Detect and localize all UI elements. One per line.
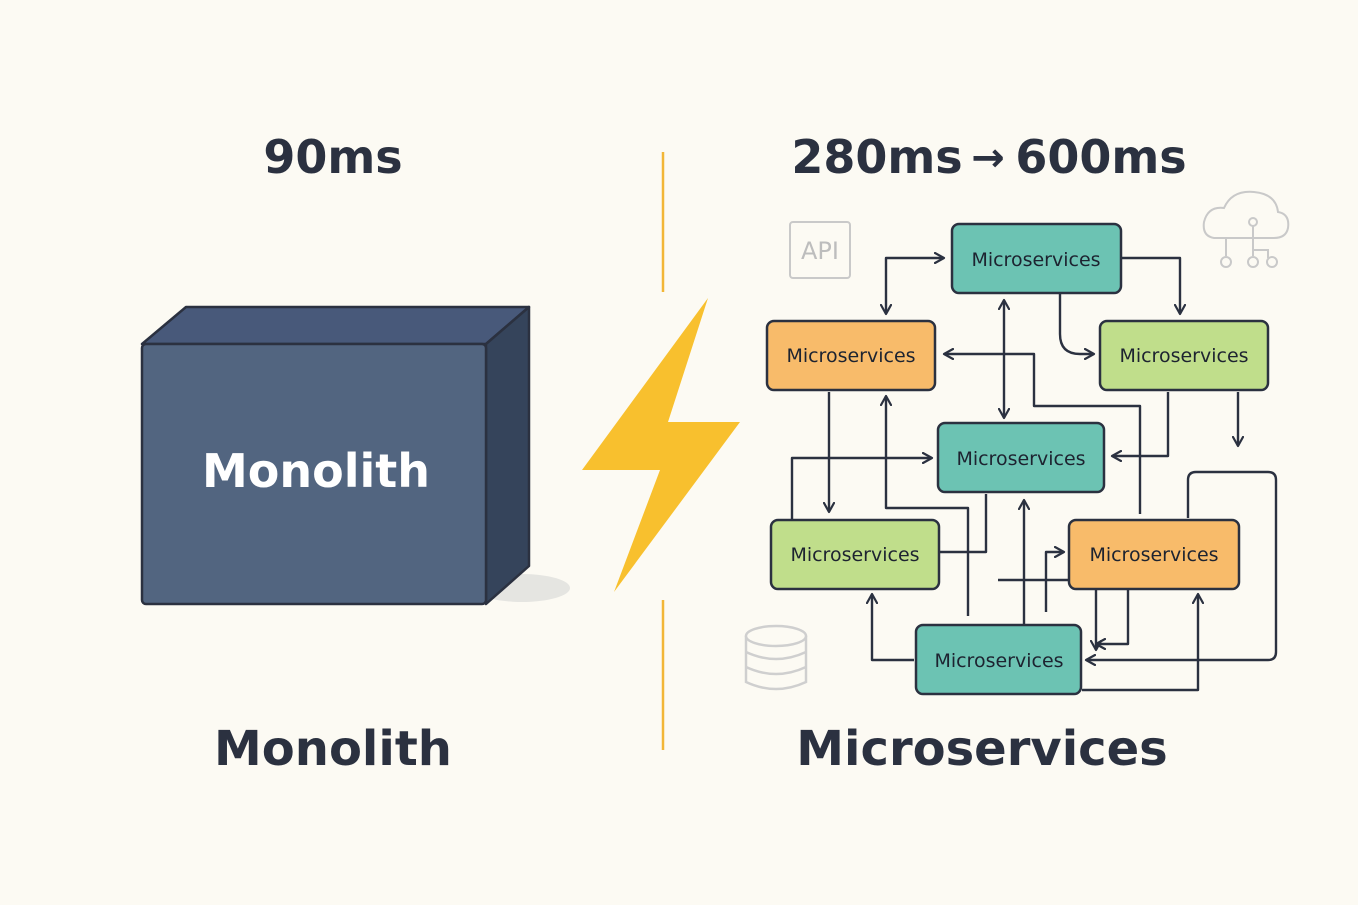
edge-n7-n5 bbox=[872, 594, 914, 662]
service-node-box bbox=[936, 421, 1106, 494]
monolith-side-face bbox=[484, 305, 531, 606]
service-node-label: Microservices bbox=[934, 650, 1063, 672]
edge-loop-n5-n4 bbox=[790, 458, 932, 520]
edge-n7-n6 bbox=[1082, 594, 1198, 692]
edge-n6-n2 bbox=[944, 354, 1142, 514]
service-node-box bbox=[1098, 319, 1270, 392]
edge-n1-n3 bbox=[1122, 256, 1180, 314]
edge-n7-n2 bbox=[886, 396, 970, 616]
service-node-label: Microservices bbox=[1119, 345, 1248, 367]
service-node: Microservices bbox=[765, 319, 937, 392]
latency-to: 600ms bbox=[1015, 130, 1186, 184]
latency-from: 280ms bbox=[791, 130, 962, 184]
latency-arrow: → bbox=[971, 135, 1005, 181]
edge-n6-n7 bbox=[1096, 590, 1130, 644]
service-node: Microservices bbox=[1067, 518, 1241, 591]
monolith-block: Monolith bbox=[140, 305, 570, 606]
service-node-label: Microservices bbox=[1089, 544, 1218, 566]
edge-loop-n6-n7 bbox=[1086, 470, 1278, 660]
microservices-latency: 280ms → 600ms bbox=[791, 130, 1186, 184]
service-node: Microservices bbox=[936, 421, 1106, 494]
edge-n1-n3-b bbox=[1058, 294, 1094, 354]
edge-n3-n4 bbox=[1112, 392, 1170, 456]
service-node-box bbox=[1067, 518, 1241, 591]
cloud-network-icon bbox=[1202, 190, 1290, 268]
api-icon: API bbox=[789, 221, 851, 279]
service-node-box bbox=[765, 319, 937, 392]
monolith-box-label: Monolith bbox=[202, 444, 430, 498]
monolith-top-face bbox=[140, 305, 531, 346]
edge-n5-n6 bbox=[1044, 552, 1064, 612]
edge-n1-n2 bbox=[886, 258, 944, 314]
service-node: Microservices bbox=[769, 518, 941, 591]
lightning-bolt-icon bbox=[582, 298, 740, 592]
service-node: Microservices bbox=[950, 222, 1123, 295]
monolith-front-face bbox=[140, 342, 488, 606]
database-icon bbox=[744, 624, 808, 691]
service-node-label: Microservices bbox=[790, 544, 919, 566]
service-node: Microservices bbox=[914, 623, 1083, 696]
service-nodes: Microservices Microservices Microservice… bbox=[765, 222, 1270, 696]
monolith-caption: Monolith bbox=[214, 721, 452, 777]
service-node-label: Microservices bbox=[786, 345, 915, 367]
service-node-label: Microservices bbox=[971, 249, 1100, 271]
edge-n4-n5 bbox=[940, 494, 988, 554]
monolith-latency: 90ms bbox=[263, 130, 402, 184]
service-node-box bbox=[769, 518, 941, 591]
service-node-box bbox=[950, 222, 1123, 295]
service-connections bbox=[790, 256, 1278, 692]
api-icon-label: API bbox=[801, 237, 839, 265]
microservices-caption: Microservices bbox=[796, 721, 1167, 777]
service-node: Microservices bbox=[1098, 319, 1270, 392]
service-node-box bbox=[914, 623, 1083, 696]
service-node-label: Microservices bbox=[956, 448, 1085, 470]
